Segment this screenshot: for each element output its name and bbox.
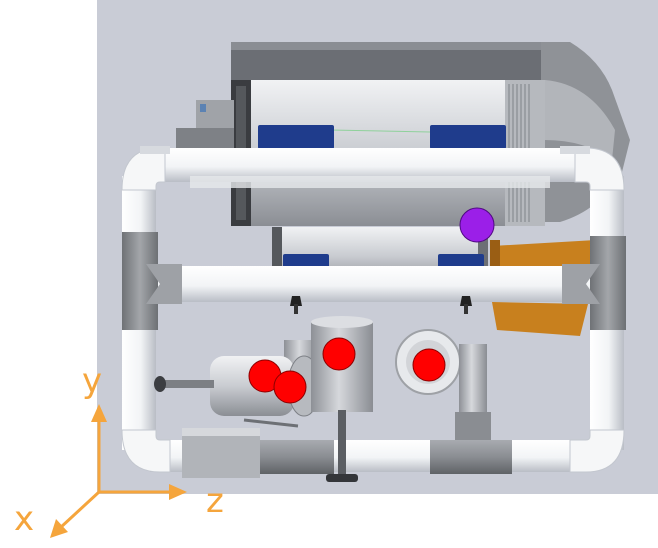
y-axis-arrowhead	[91, 404, 107, 422]
frame-connectors	[122, 232, 626, 478]
red-marker	[322, 337, 356, 371]
x-axis-label: x	[14, 499, 34, 539]
mounting-brackets	[290, 296, 472, 314]
z-axis-arrowhead	[169, 484, 187, 500]
x-axis-arrow	[58, 490, 101, 530]
red-marker	[412, 348, 446, 382]
blue-clamp-right	[430, 125, 506, 149]
sensor-post	[455, 344, 491, 440]
coordinate-axes: y z x	[14, 361, 224, 539]
z-axis-label: z	[206, 481, 224, 521]
blue-clamp-left	[258, 125, 334, 149]
red-marker	[273, 370, 307, 404]
y-axis-label: y	[82, 361, 102, 401]
purple-marker	[459, 207, 495, 243]
x-axis-arrowhead	[50, 519, 68, 538]
main-housing	[176, 42, 630, 226]
